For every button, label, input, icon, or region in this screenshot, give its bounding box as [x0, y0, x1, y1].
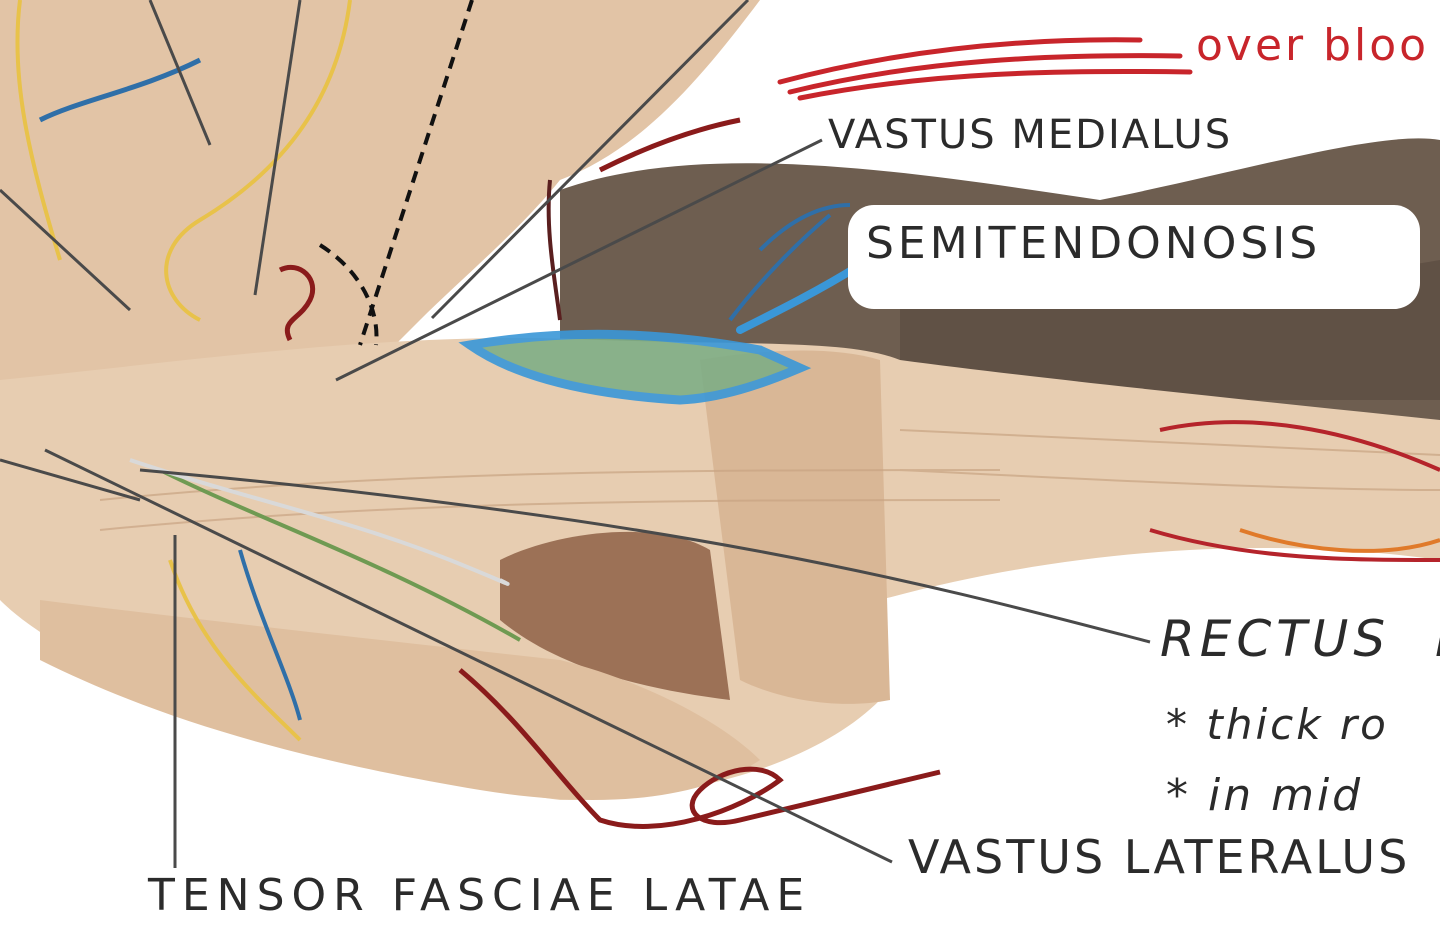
tensor-fasciae-latae-label: TENSOR FASCIAE LATAE	[148, 870, 812, 921]
muscle-tissue-upper	[0, 0, 760, 470]
red-annotation: over bloo	[1196, 20, 1430, 71]
leader-lines	[0, 0, 1151, 868]
vastus-lateralus-label: VASTUS LATERALUS	[908, 830, 1411, 884]
rectus-note-mid: * in mid	[1166, 770, 1364, 821]
artery-loops	[278, 117, 941, 829]
dashed-guide-curve	[318, 243, 379, 346]
muscle-lower-lobe	[40, 600, 760, 800]
muscle-fold	[700, 350, 890, 704]
semitendonosis-highlight	[458, 329, 812, 405]
red-marker-strokes	[777, 37, 1193, 101]
dashed-guide-line	[358, 0, 474, 346]
semitendonosis-label-box	[848, 205, 1420, 309]
muscle-striations	[99, 429, 1440, 531]
rectus-label-text: RECTUS	[1160, 610, 1391, 668]
rectus-note-thick: * thick ro	[1166, 700, 1389, 749]
semitendonosis-label: SEMITENDONOSIS	[866, 218, 1322, 269]
semitendonosis-pointer	[736, 261, 864, 334]
rectus-label-cut: F	[1435, 610, 1440, 668]
rectus-label: RECTUS F	[1160, 610, 1440, 668]
muscle-cavity	[500, 531, 730, 700]
vastus-medialus-label: VASTUS MEDIALUS	[828, 112, 1233, 158]
